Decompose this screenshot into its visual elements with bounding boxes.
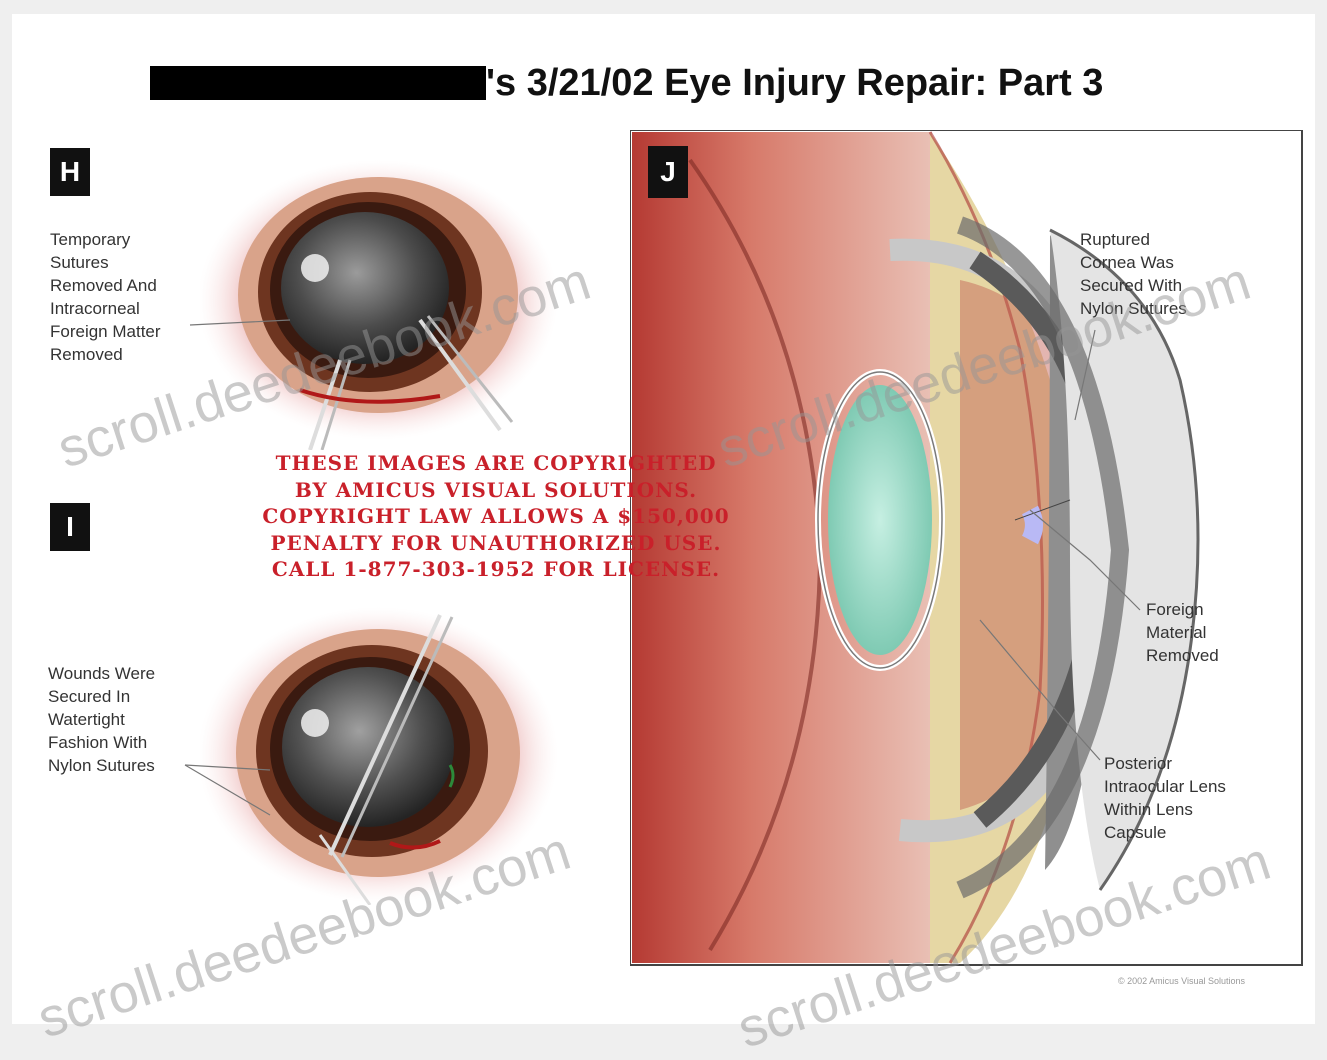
image-credit: © 2002 Amicus Visual Solutions bbox=[1118, 976, 1308, 990]
label-wounds-secured: Wounds Were Secured In Watertight Fashio… bbox=[48, 662, 208, 777]
copyright-line: Copyright Law Allows A $150,000 bbox=[196, 503, 796, 530]
copyright-line: These Images Are Copyrighted bbox=[196, 450, 796, 477]
copyright-notice: These Images Are Copyrighted By Amicus V… bbox=[196, 450, 796, 590]
label-foreign-material: Foreign Material Removed bbox=[1146, 598, 1266, 667]
label-posterior-intraocular-lens: Posterior Intraocular Lens Within Lens C… bbox=[1104, 752, 1274, 844]
copyright-line: Call 1-877-303-1952 For License. bbox=[196, 556, 796, 583]
copyright-line: By Amicus Visual Solutions. bbox=[196, 477, 796, 504]
label-temporary-sutures-removed: Temporary Sutures Removed And Intracorne… bbox=[50, 228, 210, 366]
copyright-line: Penalty For Unauthorized Use. bbox=[196, 530, 796, 557]
